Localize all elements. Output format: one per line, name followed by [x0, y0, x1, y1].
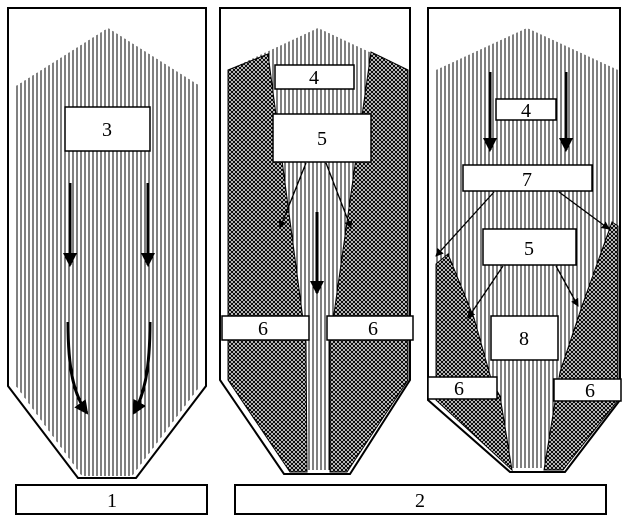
bin-3-box-8-label: 8 — [519, 328, 529, 350]
bin-3-wall — [427, 7, 621, 473]
bin-1-curved-arrow-left — [66, 321, 89, 415]
bin-3-box-5-label: 5 — [524, 238, 534, 260]
bin-2-box-6-right — [326, 315, 414, 341]
bin-3-box-6-right — [553, 378, 622, 402]
bin-1-mass-flow: 3 — [7, 7, 207, 479]
bin-3-mixed-flow: 4 7 5 8 6 6 — [427, 7, 622, 473]
caption-box-1-label: 1 — [107, 490, 117, 512]
bin-2-wall — [219, 7, 411, 475]
bin-2-thin-arrow-left — [278, 162, 307, 229]
bin-2-stagnant-left — [227, 53, 308, 473]
bin-3-box-7-label: 7 — [522, 169, 532, 191]
bin-2-funnel-flow: 4 5 6 6 — [219, 7, 414, 475]
bin-3-box-8 — [490, 315, 559, 361]
bin-1-box-3 — [64, 106, 151, 152]
bin-2-box-6-right-label: 6 — [368, 318, 378, 340]
bin-1-box-3-label: 3 — [102, 119, 112, 141]
bin-1-curved-arrow-right — [132, 321, 152, 415]
bin-2-box-6-left-label: 6 — [258, 318, 268, 340]
bin-3-thin-arrow-upper-left — [435, 191, 495, 257]
bin-1-wall — [7, 7, 207, 479]
bin-2-box-5-label: 5 — [317, 128, 327, 150]
caption-box-1 — [15, 484, 208, 515]
bin-3-box-6-left-label: 6 — [454, 378, 464, 400]
bin-3-thin-arrow-lower-left — [467, 265, 504, 319]
bin-3-box-7 — [462, 164, 593, 192]
bin-3-thin-arrow-lower-right — [555, 265, 579, 307]
bin-3-box-6-left — [427, 376, 498, 400]
bin-2-thin-arrow-right — [325, 162, 353, 229]
bin-2-box-5 — [272, 113, 372, 163]
bin-3-box-4-label: 4 — [521, 100, 531, 122]
bin-1-material — [16, 28, 200, 476]
bin-3-box-6-right-label: 6 — [585, 380, 595, 402]
bin-3-thin-arrow-upper-right — [558, 191, 610, 230]
caption-box-2-label: 2 — [415, 490, 425, 512]
bin-2-box-6-left — [221, 315, 310, 341]
caption-box-2 — [234, 484, 607, 515]
bin-3-box-5 — [482, 228, 577, 266]
bin-2-box-4 — [274, 64, 355, 90]
bin-2-stagnant-right — [329, 51, 409, 473]
bin-2-box-4-label: 4 — [309, 67, 319, 89]
bin-3-box-4 — [495, 98, 557, 121]
